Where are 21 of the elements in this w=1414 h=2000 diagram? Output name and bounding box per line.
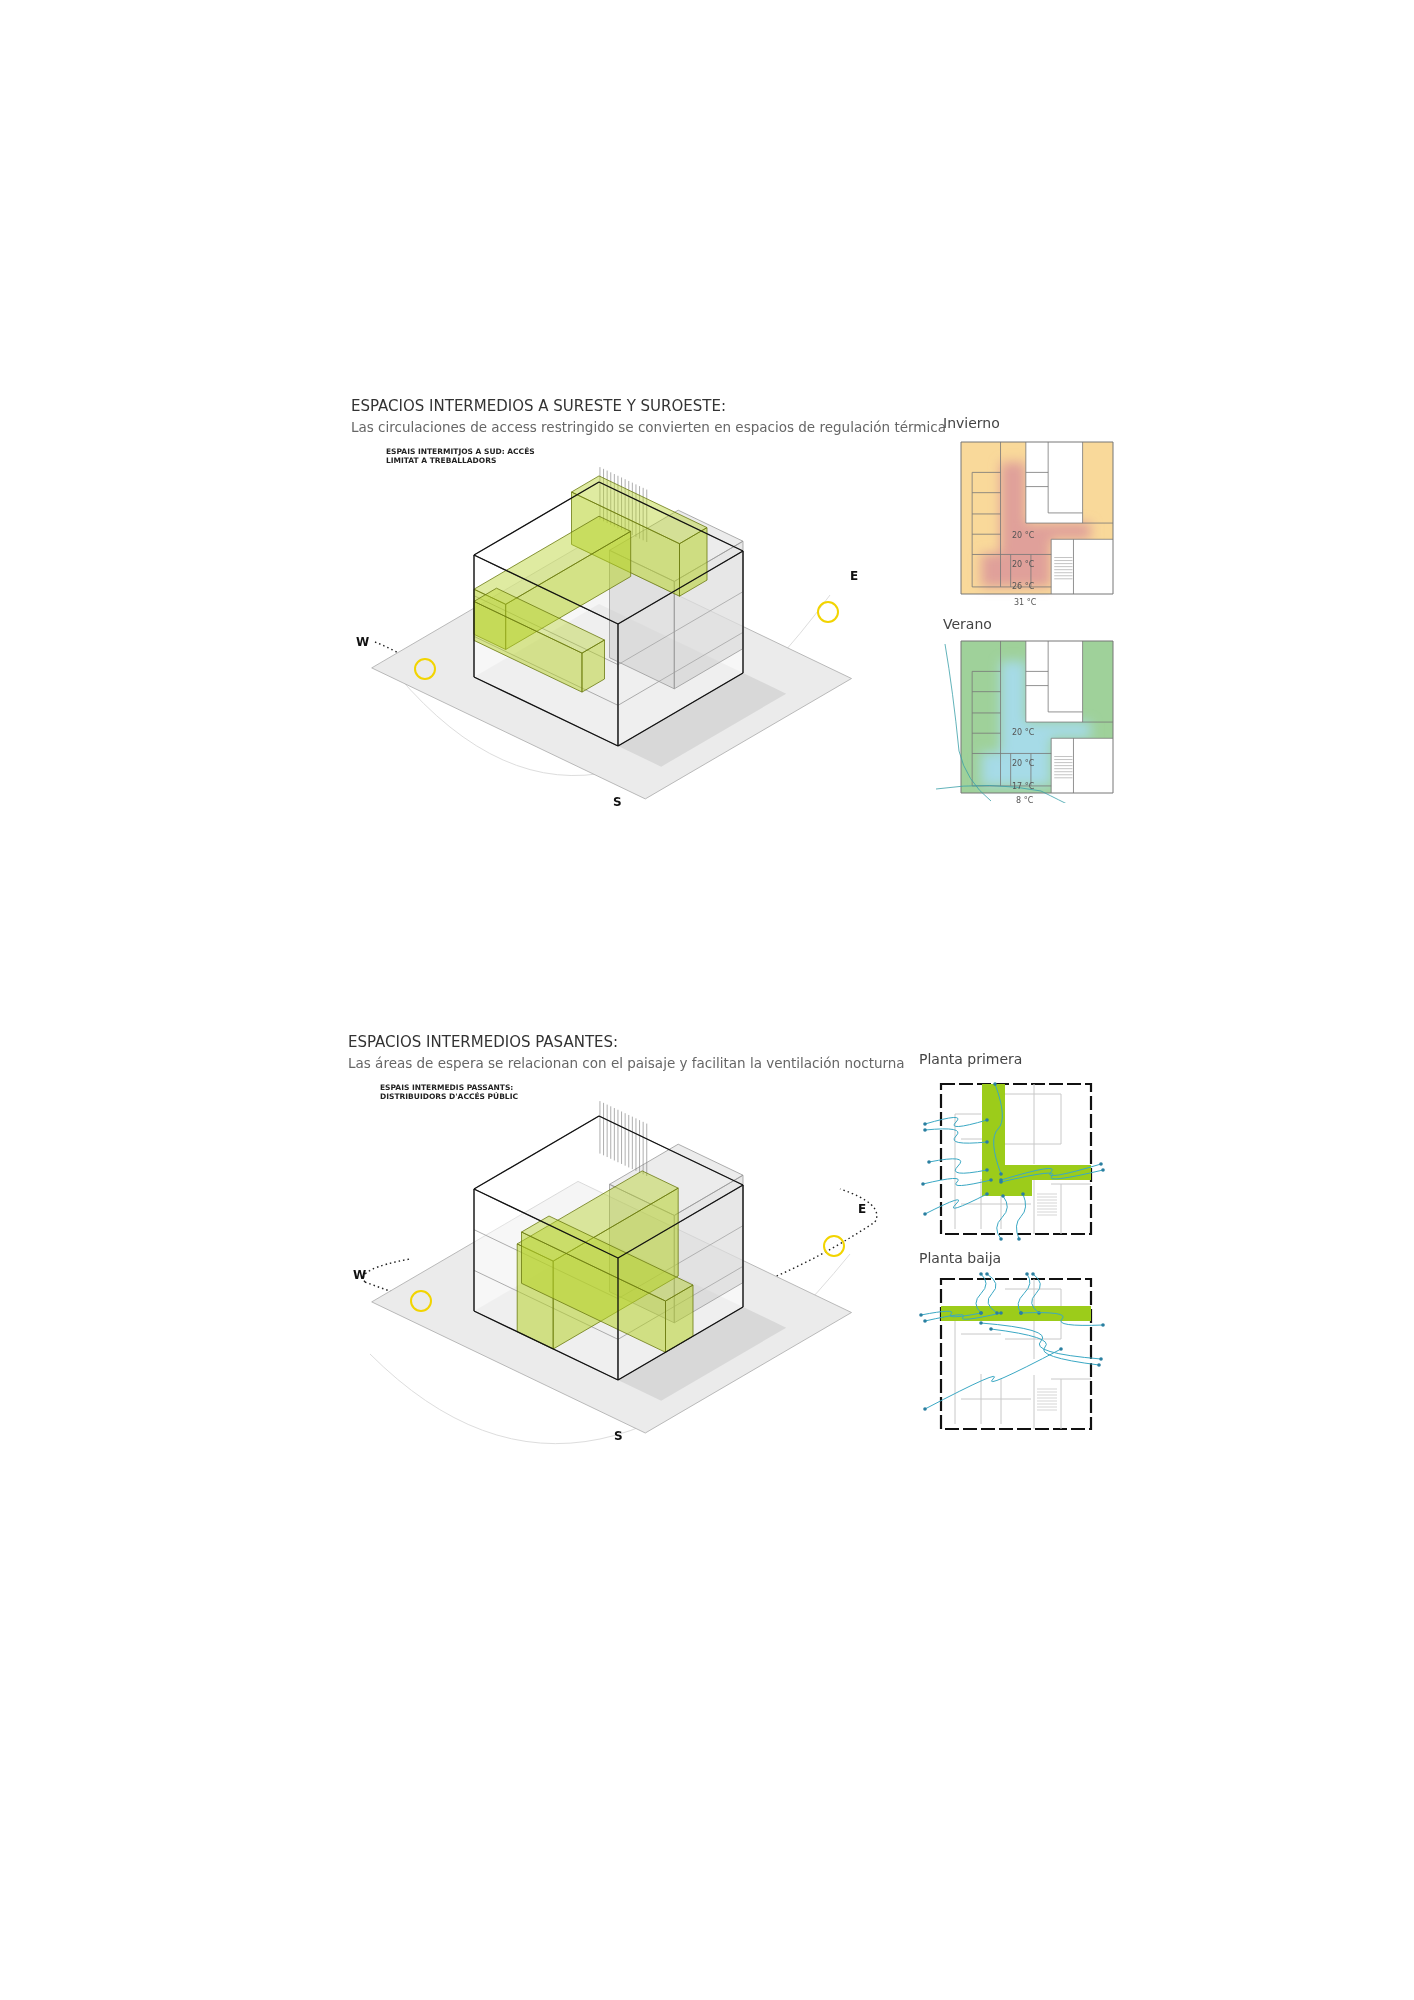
compass-label: S [614, 1430, 623, 1444]
compass-label: S [613, 796, 622, 810]
temperature-label: 31 °C [1014, 598, 1037, 608]
section-subtitle: Las áreas de espera se relacionan con el paisaje y facilitan la ventilación nocturna [348, 1056, 905, 1072]
temperature-label: 8 °C [1016, 796, 1034, 806]
plan-title: Planta baija [919, 1250, 1002, 1267]
temperature-label: 20 °C [1012, 560, 1035, 570]
compass-label: W [353, 1269, 367, 1283]
compass-label: W [356, 636, 370, 650]
temperature-label: 20 °C [1012, 728, 1035, 738]
temperature-label: 20 °C [1012, 531, 1035, 541]
section-heading: ESPACIOS INTERMEDIOS A SURESTE Y SUROESTE: [351, 398, 726, 416]
compass-label: E [850, 570, 859, 584]
compass-label: E [858, 1203, 867, 1217]
temperature-label: 26 °C [1012, 582, 1035, 592]
plan-title: Planta primera [919, 1051, 1023, 1068]
section-heading: ESPACIOS INTERMEDIOS PASANTES: [348, 1034, 619, 1052]
plan-title: Verano [943, 616, 992, 633]
section-subtitle: Las circulaciones de access restringido se convierten en espacios de regulación térmica [351, 420, 946, 436]
temperature-label: 17 °C [1012, 782, 1035, 792]
temperature-label: 20 °C [1012, 759, 1035, 769]
